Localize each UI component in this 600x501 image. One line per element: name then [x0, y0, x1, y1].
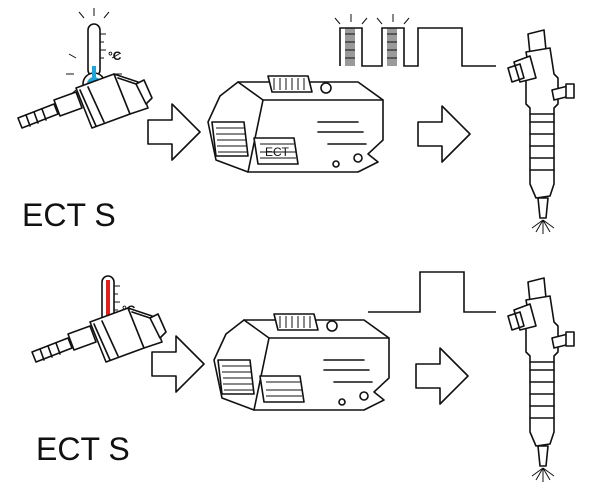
sensor-label: ECT S	[22, 197, 116, 233]
fuel-injector-icon	[507, 277, 575, 483]
injection-pulse-icon	[368, 271, 496, 313]
injection-pulse-icon	[334, 14, 496, 67]
temperature-sensor-icon	[31, 307, 167, 363]
ecm-unit-icon	[207, 75, 384, 173]
ecm-unit-icon	[213, 313, 390, 411]
unit-label: °C	[108, 49, 122, 63]
right-arrow-icon	[147, 103, 201, 161]
fuel-injector-icon	[507, 29, 575, 235]
ecm-label: ECT	[265, 145, 290, 159]
right-arrow-icon	[415, 347, 469, 405]
panel-cold: °C ECT S ECT	[17, 8, 575, 235]
right-arrow-icon	[151, 335, 205, 393]
panel-hot: °C ECT S	[31, 271, 575, 483]
right-arrow-icon	[417, 105, 471, 163]
sensor-label: ECT S	[36, 431, 130, 467]
